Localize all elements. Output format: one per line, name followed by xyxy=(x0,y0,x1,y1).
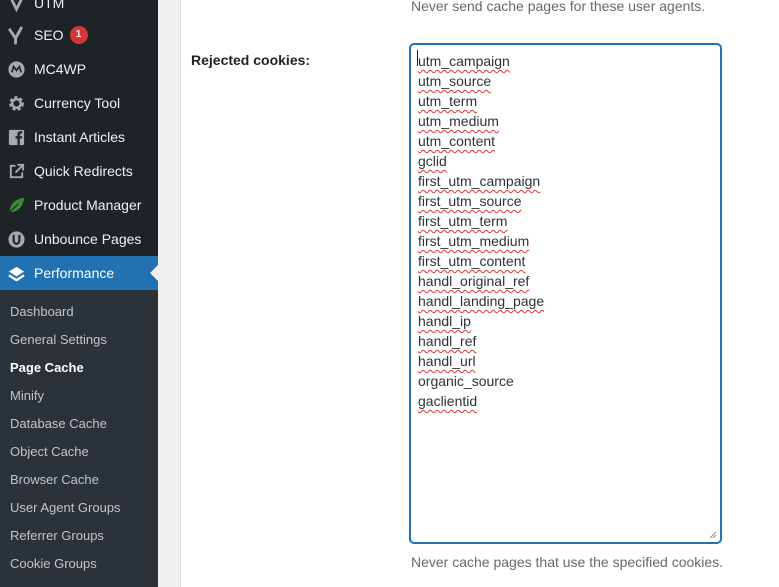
cookie-name: utm_source xyxy=(418,73,492,89)
cookie-line: utm_term xyxy=(418,91,713,111)
cookie-name: organic_source xyxy=(418,373,514,389)
menu-item-performance[interactable]: Performance xyxy=(0,256,158,290)
rejected-cookies-label: Rejected cookies: xyxy=(191,52,311,68)
submenu-item-object-cache[interactable]: Object Cache xyxy=(10,444,89,459)
cookie-line: utm_content xyxy=(418,131,713,151)
menu-item-label: Instant Articles xyxy=(34,129,126,145)
cookie-line: utm_medium xyxy=(418,111,713,131)
cookie-line: handl_ref xyxy=(418,331,713,351)
submenu-item-browser-cache[interactable]: Browser Cache xyxy=(10,472,99,487)
utm-icon xyxy=(6,0,26,13)
cookie-line: handl_ip xyxy=(418,311,713,331)
cookie-name: handl_ip xyxy=(418,313,471,329)
cookie-name: first_utm_source xyxy=(418,193,522,209)
cookie-line: utm_campaign xyxy=(418,51,713,71)
cookie-name: first_utm_campaign xyxy=(418,173,541,189)
admin-sidebar: UTM SEO 1 MC4WP Currency Tool Instant Ar… xyxy=(0,0,158,587)
submenu-item-minify[interactable]: Minify xyxy=(10,388,44,403)
menu-item-unbounce-pages[interactable]: Unbounce Pages xyxy=(0,222,158,256)
cookie-name: first_utm_content xyxy=(418,253,526,269)
submenu-item-cookie-groups[interactable]: Cookie Groups xyxy=(10,556,97,571)
cookie-line: handl_original_ref xyxy=(418,271,713,291)
menu-item-quick-redirects[interactable]: Quick Redirects xyxy=(0,154,158,188)
menu-item-label: Unbounce Pages xyxy=(34,231,142,247)
menu-item-seo[interactable]: SEO 1 xyxy=(0,18,158,52)
cookie-name: gclid xyxy=(418,153,447,169)
cookie-line: first_utm_content xyxy=(418,251,713,271)
facebook-icon xyxy=(6,127,26,147)
cookie-name: handl_landing_page xyxy=(418,293,545,309)
performance-submenu: Dashboard General Settings Page Cache Mi… xyxy=(0,290,158,587)
cookie-name: handl_original_ref xyxy=(418,273,530,289)
cookie-name: utm_campaign xyxy=(418,53,510,69)
cookie-name: first_utm_medium xyxy=(418,233,530,249)
menu-item-label: MC4WP xyxy=(34,61,87,77)
resize-handle-icon[interactable] xyxy=(709,531,717,539)
cookie-name: gaclientid xyxy=(418,393,478,409)
cookie-name: handl_ref xyxy=(418,333,477,349)
menu-item-label: Quick Redirects xyxy=(34,163,133,179)
menu-item-label: UTM xyxy=(34,0,65,11)
rejected-cookies-list: utm_campaign utm_source utm_term utm_medium… xyxy=(418,51,713,411)
leaf-icon xyxy=(6,195,26,215)
submenu-item-page-cache[interactable]: Page Cache xyxy=(10,360,84,375)
mc4wp-icon xyxy=(6,59,26,79)
cookie-name: utm_term xyxy=(418,93,478,109)
submenu-item-dashboard[interactable]: Dashboard xyxy=(10,304,74,319)
cookie-name: utm_content xyxy=(418,133,496,149)
notification-badge: 1 xyxy=(69,26,88,44)
cookie-line: gaclientid xyxy=(418,391,713,411)
submenu-item-referrer-groups[interactable]: Referrer Groups xyxy=(10,528,104,543)
menu-item-instant-articles[interactable]: Instant Articles xyxy=(0,120,158,154)
cookie-line: gclid xyxy=(418,151,713,171)
menu-item-mc4wp[interactable]: MC4WP xyxy=(0,52,158,86)
menu-item-product-manager[interactable]: Product Manager xyxy=(0,188,158,222)
gear-icon xyxy=(6,93,26,113)
rejected-cookies-description: Never cache pages that use the specified… xyxy=(411,554,724,570)
cookie-line: first_utm_campaign xyxy=(418,171,713,191)
user-agents-description: Never send cache pages for these user ag… xyxy=(411,0,706,14)
cookie-line: first_utm_source xyxy=(418,191,713,211)
submenu-item-database-cache[interactable]: Database Cache xyxy=(10,416,107,431)
cookie-name: first_utm_term xyxy=(418,213,508,229)
cookie-line: handl_landing_page xyxy=(418,291,713,311)
rejected-cookies-textarea[interactable]: utm_campaign utm_source utm_term utm_medium… xyxy=(410,44,721,543)
menu-item-label: Currency Tool xyxy=(34,95,121,111)
submenu-item-user-agent-groups[interactable]: User Agent Groups xyxy=(10,500,121,515)
cookie-line: first_utm_medium xyxy=(418,231,713,251)
submenu-item-general-settings[interactable]: General Settings xyxy=(10,332,107,347)
cookie-line: first_utm_term xyxy=(418,211,713,231)
unbounce-icon xyxy=(6,229,26,249)
cookie-name: utm_medium xyxy=(418,113,499,129)
cookie-line: utm_source xyxy=(418,71,713,91)
text-cursor xyxy=(417,50,418,66)
performance-icon xyxy=(6,263,26,283)
yoast-icon xyxy=(6,25,26,45)
menu-item-label: Product Manager xyxy=(34,197,142,213)
menu-item-label: SEO xyxy=(34,27,64,43)
menu-item-label: Performance xyxy=(34,265,115,281)
cookie-line: organic_source xyxy=(418,371,713,391)
cookie-line: handl_url xyxy=(418,351,713,371)
menu-item-currency-tool[interactable]: Currency Tool xyxy=(0,86,158,120)
external-link-icon xyxy=(6,161,26,181)
menu-item-utm[interactable]: UTM xyxy=(0,0,158,20)
cookie-name: handl_url xyxy=(418,353,476,369)
